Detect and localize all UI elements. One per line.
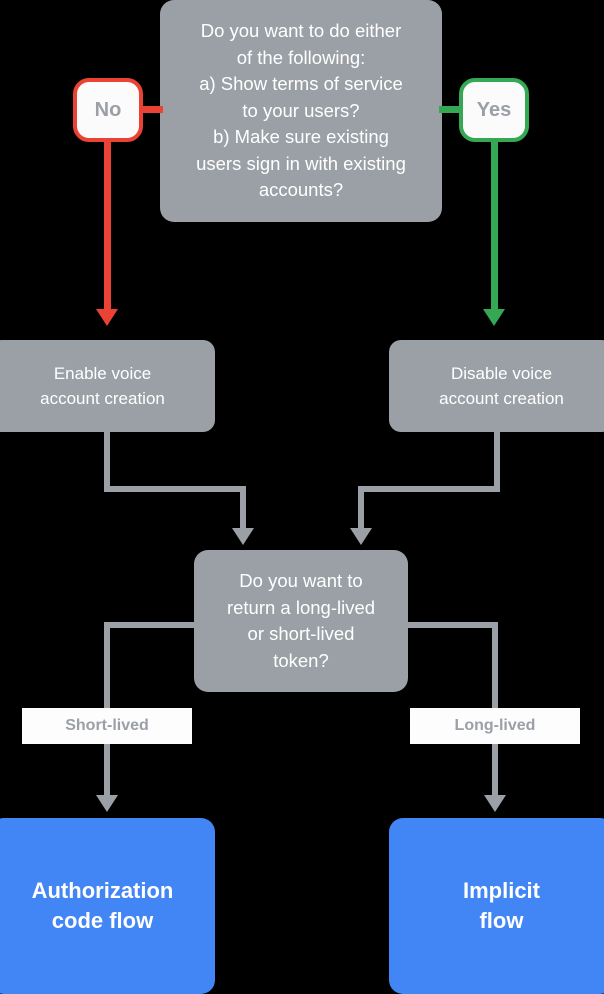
branch-chip-no-label: No <box>94 98 122 121</box>
decision-line: users sign in with existing <box>196 152 406 174</box>
decision-node-terms-and-existing-users: Do you want to do either of the followin… <box>160 0 442 222</box>
edge-enable-across <box>104 486 246 492</box>
arrowhead-yes-to-disable <box>483 309 505 326</box>
edge-label-short-lived: Short-lived <box>22 708 192 744</box>
edge-yes-vertical <box>491 140 498 311</box>
arrowhead-no-to-enable <box>96 309 118 326</box>
process-node-enable-voice-account-creation: Enable voice account creation <box>0 340 215 432</box>
process-node-disable-voice-account-creation: Disable voice account creation <box>389 340 604 432</box>
edge-no-to-decision <box>139 106 163 113</box>
terminal-node-authorization-code-flow: Authorization code flow <box>0 818 215 994</box>
decision-line: return a long-lived <box>226 596 376 618</box>
branch-chip-yes-label: Yes <box>476 98 512 121</box>
edge-token-left-across <box>104 622 200 628</box>
process-line: account creation <box>40 389 165 408</box>
process-line: Disable voice <box>450 364 553 383</box>
arrowhead-short-lived-to-auth-code <box>96 795 118 812</box>
decision-line: a) Show terms of service <box>199 73 403 95</box>
decision-line: token? <box>273 649 329 671</box>
terminal-line: code flow <box>51 908 154 933</box>
edge-label-short-lived-text: Short-lived <box>65 717 149 734</box>
terminal-line: Authorization <box>31 878 174 903</box>
process-line: Enable voice <box>53 364 152 383</box>
decision-node-token-lifetime: Do you want to return a long-lived or sh… <box>194 550 408 692</box>
terminal-line: flow <box>479 908 524 933</box>
edge-disable-drop <box>358 486 364 530</box>
decision-line: Do you want to do either <box>200 20 402 42</box>
edge-disable-down <box>494 432 500 492</box>
edge-enable-drop <box>240 486 246 530</box>
arrowhead-disable-to-token-decision <box>350 528 372 545</box>
edge-yes-to-decision <box>439 106 463 113</box>
terminal-line: Implicit <box>462 878 540 903</box>
edge-label-long-lived-text: Long-lived <box>454 717 536 734</box>
edge-no-vertical <box>104 140 111 311</box>
terminal-node-implicit-flow: Implicit flow <box>389 818 604 994</box>
decision-line: b) Make sure existing <box>213 126 389 148</box>
edge-enable-down <box>104 432 110 492</box>
decision-line: accounts? <box>258 179 344 201</box>
branch-chip-no[interactable]: No <box>73 78 143 142</box>
decision-line: of the following: <box>236 46 366 68</box>
edge-token-right-across <box>402 622 498 628</box>
arrowhead-enable-to-token-decision <box>232 528 254 545</box>
edge-disable-across <box>358 486 500 492</box>
process-line: account creation <box>439 389 564 408</box>
branch-chip-yes[interactable]: Yes <box>459 78 529 142</box>
decision-line: Do you want to <box>239 570 363 591</box>
arrowhead-long-lived-to-implicit <box>484 795 506 812</box>
decision-line: to your users? <box>242 99 360 121</box>
edge-label-long-lived: Long-lived <box>410 708 580 744</box>
decision-line: or short-lived <box>247 623 355 644</box>
